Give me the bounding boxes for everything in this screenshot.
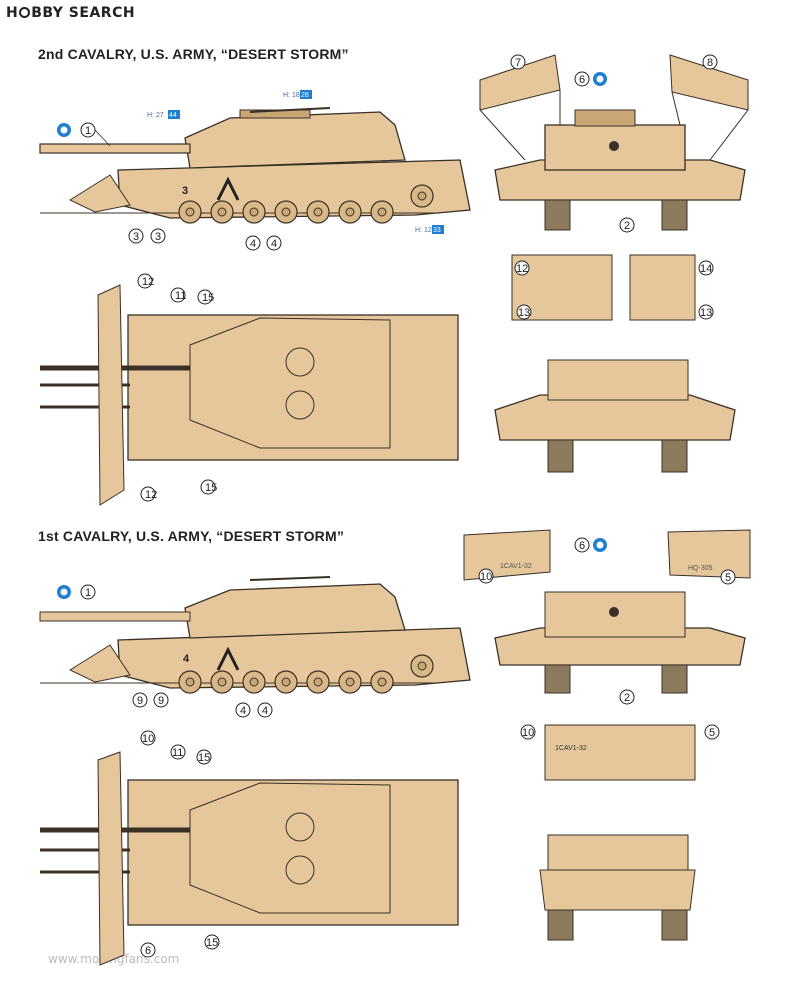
- svg-text:10: 10: [142, 733, 154, 745]
- decal-plate-hq: HQ-305: [688, 565, 713, 572]
- svg-text:14: 14: [700, 263, 712, 275]
- svg-text:12: 12: [145, 489, 157, 501]
- height-value-33: 33: [433, 227, 441, 234]
- callouts-s2-rear: 10 5: [520, 724, 720, 740]
- svg-text:3: 3: [155, 231, 161, 243]
- svg-text:10: 10: [480, 571, 492, 583]
- svg-text:9: 9: [158, 695, 164, 707]
- svg-text:3: 3: [133, 231, 139, 243]
- turret-number-marking-4: 4: [183, 653, 190, 665]
- svg-text:12: 12: [516, 263, 528, 275]
- svg-text:1: 1: [85, 587, 91, 599]
- decal-sheet-icon: [57, 123, 71, 137]
- svg-text:4: 4: [250, 238, 256, 250]
- svg-text:10: 10: [522, 727, 534, 739]
- tank-front-view-2nd-cavalry: [479, 54, 749, 231]
- callouts-s1-top: 12 11 15 15 12: [137, 273, 217, 502]
- svg-text:11: 11: [172, 747, 183, 759]
- svg-text:6: 6: [579, 74, 585, 86]
- callouts-s1-rear: 12 13 14 13: [514, 260, 714, 320]
- decal-height-labels-s1: H: 27 44 H: 18 28 H: 12 33: [147, 90, 444, 234]
- svg-text:4: 4: [271, 238, 277, 250]
- callouts-s1-front: 7 8 6 2: [510, 54, 718, 233]
- turret-number-marking: 3: [182, 185, 188, 197]
- svg-text:11: 11: [175, 290, 186, 302]
- svg-text:7: 7: [515, 57, 521, 69]
- callouts-s1-side: 1 3 3 4 4: [57, 122, 282, 251]
- tank-top-view-1st-cavalry: [40, 751, 459, 966]
- rear-decal-plate: 1CAV1-32: [555, 745, 587, 752]
- height-value-44: 44: [169, 112, 177, 119]
- svg-text:2: 2: [624, 220, 630, 232]
- height-label-18: H: 18: [283, 92, 300, 99]
- decal-plate-1cav: 1CAV1-32: [500, 563, 532, 570]
- svg-text:15: 15: [198, 752, 210, 764]
- section-title-1st-cavalry: 1st CAVALRY, U.S. ARMY, “DESERT STORM”: [38, 528, 345, 544]
- svg-text:4: 4: [240, 705, 246, 717]
- height-label-12: H: 12: [415, 227, 432, 234]
- tank-rear-view-2nd-cavalry: [494, 254, 736, 473]
- svg-text:13: 13: [700, 307, 712, 319]
- svg-text:8: 8: [707, 57, 713, 69]
- section-title-2nd-cavalry: 2nd CAVALRY, U.S. ARMY, “DESERT STORM”: [38, 46, 349, 62]
- svg-text:15: 15: [206, 937, 218, 949]
- svg-text:1: 1: [85, 125, 91, 137]
- svg-text:15: 15: [205, 482, 217, 494]
- tank-side-view-1st-cavalry: 4: [39, 576, 471, 694]
- svg-text:4: 4: [262, 705, 268, 717]
- callouts-s2-side: 1 9 9 4 4: [57, 584, 273, 718]
- callouts-s2-front: 10 5 6 2: [478, 537, 736, 705]
- height-value-28: 28: [301, 92, 309, 99]
- svg-text:2: 2: [624, 692, 630, 704]
- svg-text:6: 6: [145, 945, 151, 957]
- tank-top-view-2nd-cavalry: [40, 284, 459, 506]
- tank-rear-view-1st-cavalry: 1CAV1-32: [539, 724, 696, 941]
- svg-text:6: 6: [579, 540, 585, 552]
- callouts-s2-top: 10 11 15 15 6: [140, 730, 220, 958]
- svg-text:13: 13: [518, 307, 530, 319]
- tank-side-view-2nd-cavalry: 3: [39, 107, 471, 224]
- tank-front-view-1st-cavalry: 1CAV1-32 HQ-305: [463, 529, 751, 694]
- svg-text:15: 15: [202, 292, 214, 304]
- svg-text:5: 5: [725, 572, 731, 584]
- svg-text:9: 9: [137, 695, 143, 707]
- svg-text:12: 12: [142, 276, 154, 288]
- svg-text:5: 5: [709, 727, 715, 739]
- height-label-27: H: 27: [147, 112, 164, 119]
